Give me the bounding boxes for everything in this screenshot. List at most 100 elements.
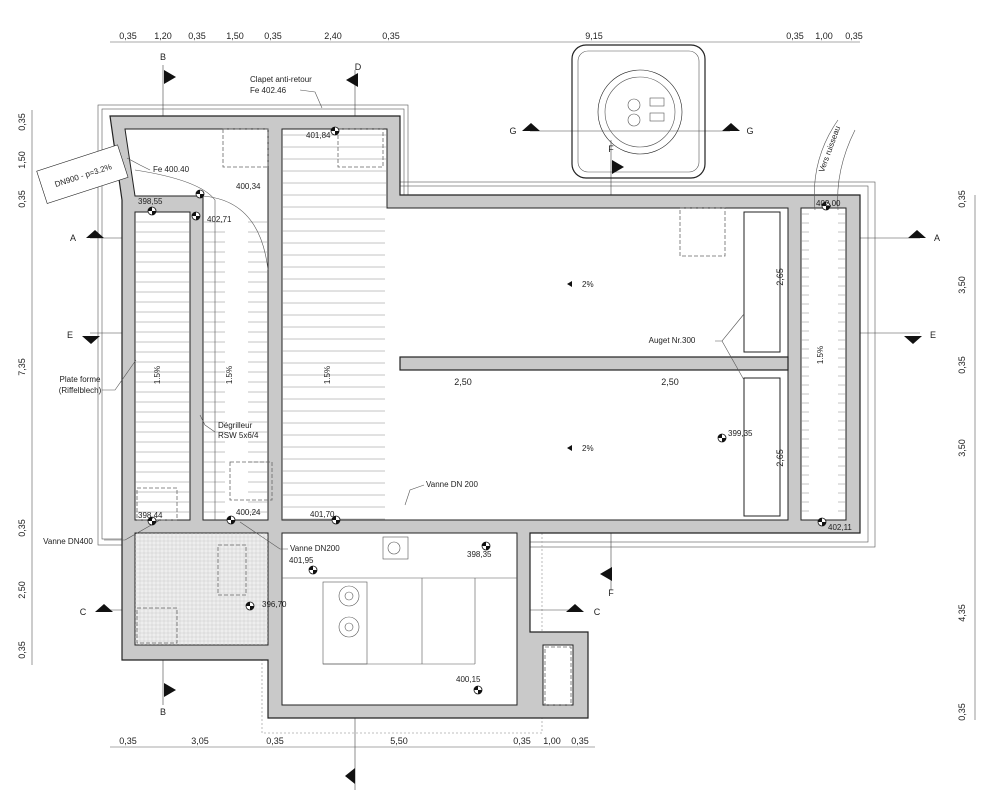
section-arrow-icon bbox=[904, 336, 922, 344]
section-arrow-icon bbox=[82, 336, 100, 344]
dimension-top: 0,35 bbox=[188, 31, 206, 41]
building-walls bbox=[109, 115, 861, 719]
elevation-marker-icon bbox=[195, 189, 205, 199]
dimension-interior: 2,65 bbox=[775, 268, 785, 286]
dimension-top: 0,35 bbox=[119, 31, 137, 41]
section-label-a_right: A bbox=[934, 233, 940, 243]
section-label-c_right: C bbox=[594, 607, 601, 617]
dimension-right: 0,35 bbox=[957, 356, 967, 374]
dimension-bottom: 0,35 bbox=[266, 736, 284, 746]
elevation-label: 401,70 bbox=[310, 510, 335, 519]
dimension-interior: 2,65 bbox=[775, 449, 785, 467]
dimension-left: 0,35 bbox=[17, 519, 27, 537]
dimension-right: 3,50 bbox=[957, 276, 967, 294]
elevation-label: 398,35 bbox=[467, 550, 492, 559]
slope-label: 1.5% bbox=[225, 366, 234, 384]
annotation-clapet-fe: Fe 402.46 bbox=[250, 86, 287, 95]
section-arrow-icon bbox=[164, 70, 176, 84]
annotation-rsw: RSW 5x6/4 bbox=[218, 431, 259, 440]
annotation-fe-40040: Fe 400.40 bbox=[153, 165, 190, 174]
section-arrow-icon bbox=[522, 123, 540, 131]
elevation-label: 399,35 bbox=[728, 429, 753, 438]
section-arrow-icon bbox=[164, 683, 176, 697]
elevation-marker-icon bbox=[226, 515, 236, 525]
dimension-bottom: 0,35 bbox=[571, 736, 589, 746]
equipment bbox=[134, 128, 781, 706]
elevation-label: 398,44 bbox=[138, 511, 163, 520]
elevation-label: 402,00 bbox=[816, 199, 841, 208]
dimension-top: 2,40 bbox=[324, 31, 342, 41]
slope-label: 1.5% bbox=[816, 346, 825, 364]
elevation-marker-icon bbox=[330, 126, 340, 136]
section-arrow-icon bbox=[612, 160, 624, 174]
outlet-pipe bbox=[814, 119, 839, 211]
elevation-label: 401,84 bbox=[306, 131, 331, 140]
annotation-clapet: Clapet anti-retour bbox=[250, 75, 312, 84]
leader-lines bbox=[102, 89, 745, 550]
elevation-marker-icon bbox=[331, 515, 341, 525]
section-label-f_top: F bbox=[608, 144, 614, 154]
dimension-interior: 2,50 bbox=[454, 377, 472, 387]
manhole-shaft bbox=[571, 44, 706, 179]
dimension-top: 1,20 bbox=[154, 31, 172, 41]
small-shaft bbox=[542, 644, 574, 706]
dimension-bottom: 0,35 bbox=[513, 736, 531, 746]
dimension-top: 0,35 bbox=[382, 31, 400, 41]
slope-label: 1.5% bbox=[153, 366, 162, 384]
dimension-right: 0,35 bbox=[957, 190, 967, 208]
dimension-bottom: 5,50 bbox=[390, 736, 408, 746]
elevation-label: 398,55 bbox=[138, 197, 163, 206]
dimension-top: 0,35 bbox=[786, 31, 804, 41]
elevation-marker-icon bbox=[308, 565, 318, 575]
elevation-label: 400,24 bbox=[236, 508, 261, 517]
platform-channel bbox=[134, 211, 191, 521]
dimension-bottom: 3,05 bbox=[191, 736, 209, 746]
main-basin bbox=[281, 128, 789, 521]
dimension-bottom: 0,35 bbox=[119, 736, 137, 746]
dimension-left: 7,35 bbox=[17, 358, 27, 376]
dimension-top: 1,50 bbox=[226, 31, 244, 41]
elevation-marker-icon bbox=[717, 433, 727, 443]
section-label-c_left: C bbox=[80, 607, 87, 617]
dimension-left: 2,50 bbox=[17, 581, 27, 599]
elevation-marker-icon bbox=[817, 517, 827, 527]
dimension-left: 1,50 bbox=[17, 151, 27, 169]
annotation-plate-forme: Plate forme bbox=[60, 375, 101, 384]
annotation-vers-ruisseau: Vers ruisseau bbox=[817, 125, 842, 174]
section-label-b_bottom: B bbox=[160, 707, 166, 717]
dimension-left: 0,35 bbox=[17, 641, 27, 659]
section-label-b_top: B bbox=[160, 52, 166, 62]
elevation-label: 402,11 bbox=[828, 523, 852, 532]
elevation-marker-icon bbox=[473, 685, 483, 695]
slope-label: 2% bbox=[582, 280, 594, 289]
elevation-marker-icon bbox=[147, 206, 157, 216]
section-label-f_bottom: F bbox=[608, 588, 614, 598]
dimension-lines bbox=[31, 41, 976, 748]
slope-label: 2% bbox=[582, 444, 594, 453]
annotation-vanne-dn200-a: Vanne DN200 bbox=[290, 544, 340, 553]
outlet-pipe-2 bbox=[837, 129, 856, 211]
elevation-label: 400,34 bbox=[236, 182, 261, 191]
dimension-right: 4,35 bbox=[957, 604, 967, 622]
dimension-left: 0,35 bbox=[17, 113, 27, 131]
slope-arrow-icon bbox=[567, 445, 572, 451]
section-label-e_right: E bbox=[930, 330, 936, 340]
annotation-vanne-dn200-b: Vanne DN 200 bbox=[426, 480, 478, 489]
elevation-label: 400,15 bbox=[456, 675, 481, 684]
section-label-d_top: D bbox=[355, 62, 362, 72]
elevation-marker-icon bbox=[191, 211, 201, 221]
annotation-riffelblech: (Riffelblech) bbox=[59, 386, 102, 395]
dimension-top: 1,00 bbox=[815, 31, 833, 41]
section-arrow-icon bbox=[600, 567, 612, 581]
section-label-g_right: G bbox=[746, 126, 753, 136]
right-channel bbox=[800, 207, 847, 521]
slope-arrow-icon bbox=[567, 281, 572, 287]
section-arrow-icon bbox=[346, 73, 358, 87]
section-arrow-icon bbox=[95, 604, 113, 612]
elevation-marker-icon bbox=[481, 541, 491, 551]
dn900-pipe-label-box bbox=[36, 144, 129, 204]
annotation-degrilleur: Dégrilleur bbox=[218, 421, 253, 430]
section-arrow-icon bbox=[345, 768, 355, 784]
annotation-auget: Auget Nr.300 bbox=[649, 336, 696, 345]
